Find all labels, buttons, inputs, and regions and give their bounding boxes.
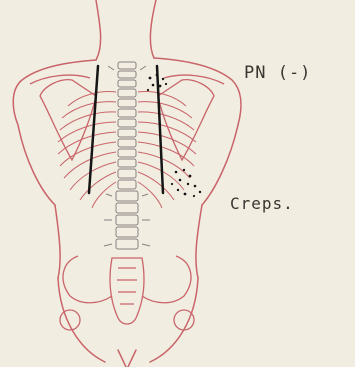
pen-marks [89, 66, 201, 197]
left-paravertebral-line [89, 66, 98, 193]
body-outline [13, 0, 241, 367]
left-scapula [40, 80, 96, 160]
right-scapula [158, 80, 214, 160]
crepitations-note-label: Creps. [230, 194, 294, 213]
lower-crepitation-dots [171, 169, 201, 197]
pleural-note-label: PN (-) [244, 63, 311, 83]
spinal-column [104, 62, 150, 249]
pelvis [60, 256, 194, 330]
